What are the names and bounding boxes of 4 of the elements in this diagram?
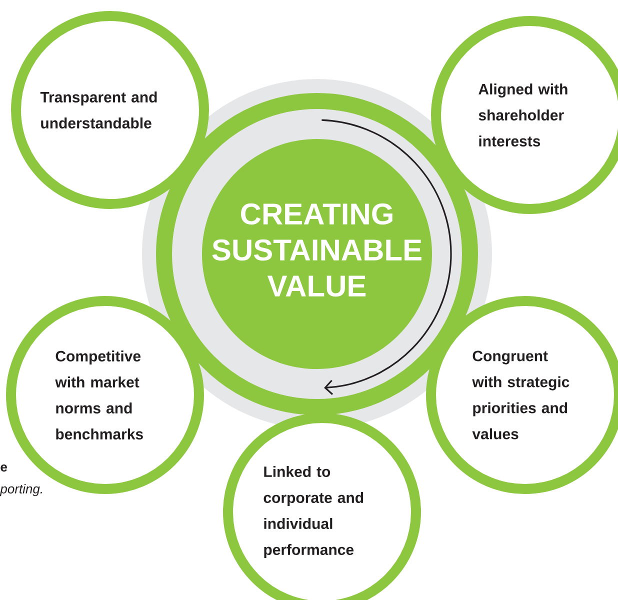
node-label: Linked to corporate and individual performance xyxy=(264,466,364,558)
node-label: Competitive with market norms and benchmarks xyxy=(55,350,143,440)
node-label: Aligned with shareholder interests xyxy=(478,83,568,147)
node-label: Congruent with strategic priorities and values xyxy=(472,350,570,440)
